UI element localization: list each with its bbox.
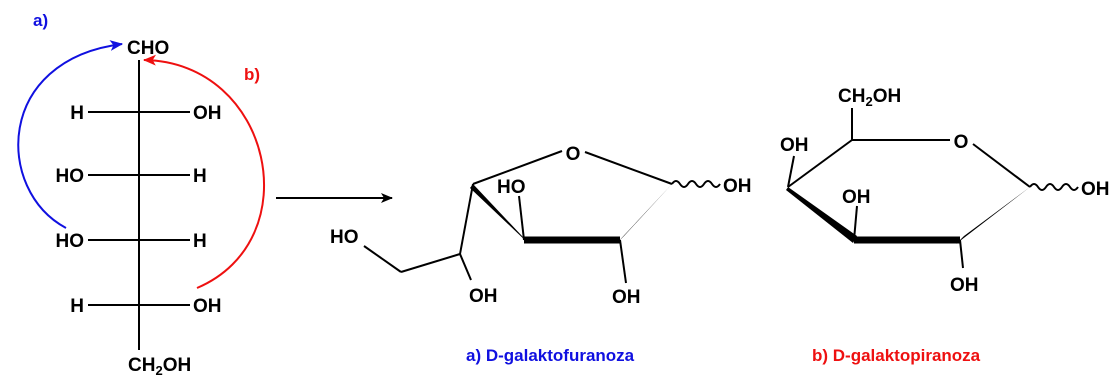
furanose-anomeric-oh: OH xyxy=(723,176,752,197)
pyranose-caption: b) D-galaktopiranoza xyxy=(812,346,981,365)
furanose-structure: O OH HO OH OH HO a) D-galaktofuranoza xyxy=(330,144,752,365)
furanose-wavy-bond xyxy=(671,180,721,188)
fischer-row1-right: OH xyxy=(193,103,222,124)
pyranose-bond-c3-oh xyxy=(853,205,858,241)
furanose-c5-oh: OH xyxy=(469,286,498,307)
furanose-bond-c3-oh xyxy=(518,195,525,241)
pyranose-bond-o-c1 xyxy=(972,143,1031,188)
furanose-c6-ho: HO xyxy=(330,227,359,248)
pyranose-ch2oh: CH2OH xyxy=(838,86,901,109)
furanose-wedge-c2-c1 xyxy=(616,184,672,244)
furanose-ring-oxygen: O xyxy=(566,144,581,165)
pyranose-structure: O OH CH2OH OH OH OH b) D-galaktopiranoza xyxy=(780,86,1110,365)
fischer-row2-right: H xyxy=(193,166,207,187)
pyranose-anomeric-oh: OH xyxy=(1081,179,1110,200)
fischer-top-group: CHO xyxy=(127,38,169,59)
furanose-caption: a) D-galaktofuranoza xyxy=(466,346,635,365)
furanose-bond-o-c1 xyxy=(584,151,673,185)
pyranose-wedge-c4-c3 xyxy=(786,187,857,243)
furanose-bond-c5-oh xyxy=(459,253,472,281)
pyranose-wavy-bond xyxy=(1029,183,1079,191)
pyranose-bond-c2-oh xyxy=(959,239,964,269)
fischer-row4-left: H xyxy=(70,296,84,317)
furanose-bond-c2-oh xyxy=(619,239,627,284)
furanose-bond-c5-c6 xyxy=(400,253,461,273)
fischer-row3-left: HO xyxy=(56,231,85,252)
fischer-row2-left: HO xyxy=(56,166,85,187)
pyranose-c4-oh: OH xyxy=(780,135,809,156)
pyranose-c3-oh: OH xyxy=(842,187,871,208)
route-b-label: b) xyxy=(244,65,260,84)
fischer-projection: CHO H OH HO H HO H H OH CH2OH a) b) xyxy=(17,11,265,378)
pyranose-bond-c4-oh xyxy=(787,155,795,188)
route-a-label: a) xyxy=(33,11,48,30)
pyranose-bond-c5-c4 xyxy=(787,139,853,188)
pyranose-ring-oxygen: O xyxy=(954,132,969,153)
furanose-bond-c6-oh xyxy=(363,245,402,273)
route-b-arrow xyxy=(142,54,265,289)
fischer-row4-right: OH xyxy=(193,296,222,317)
furanose-bond-c4-o xyxy=(472,150,563,185)
furanose-wedge-c4-c3 xyxy=(470,184,528,243)
furanose-c2-oh: OH xyxy=(612,287,641,308)
furanose-c4-ho: HO xyxy=(497,177,526,198)
furanose-bond-c4-c5 xyxy=(459,183,474,255)
fischer-row3-right: H xyxy=(193,231,207,252)
route-a-arrow xyxy=(17,40,124,229)
pyranose-wedge-c2-c1 xyxy=(956,187,1030,244)
fischer-row1-left: H xyxy=(70,103,84,124)
pyranose-c2-oh: OH xyxy=(950,275,979,296)
fischer-bottom-group: CH2OH xyxy=(128,355,191,378)
